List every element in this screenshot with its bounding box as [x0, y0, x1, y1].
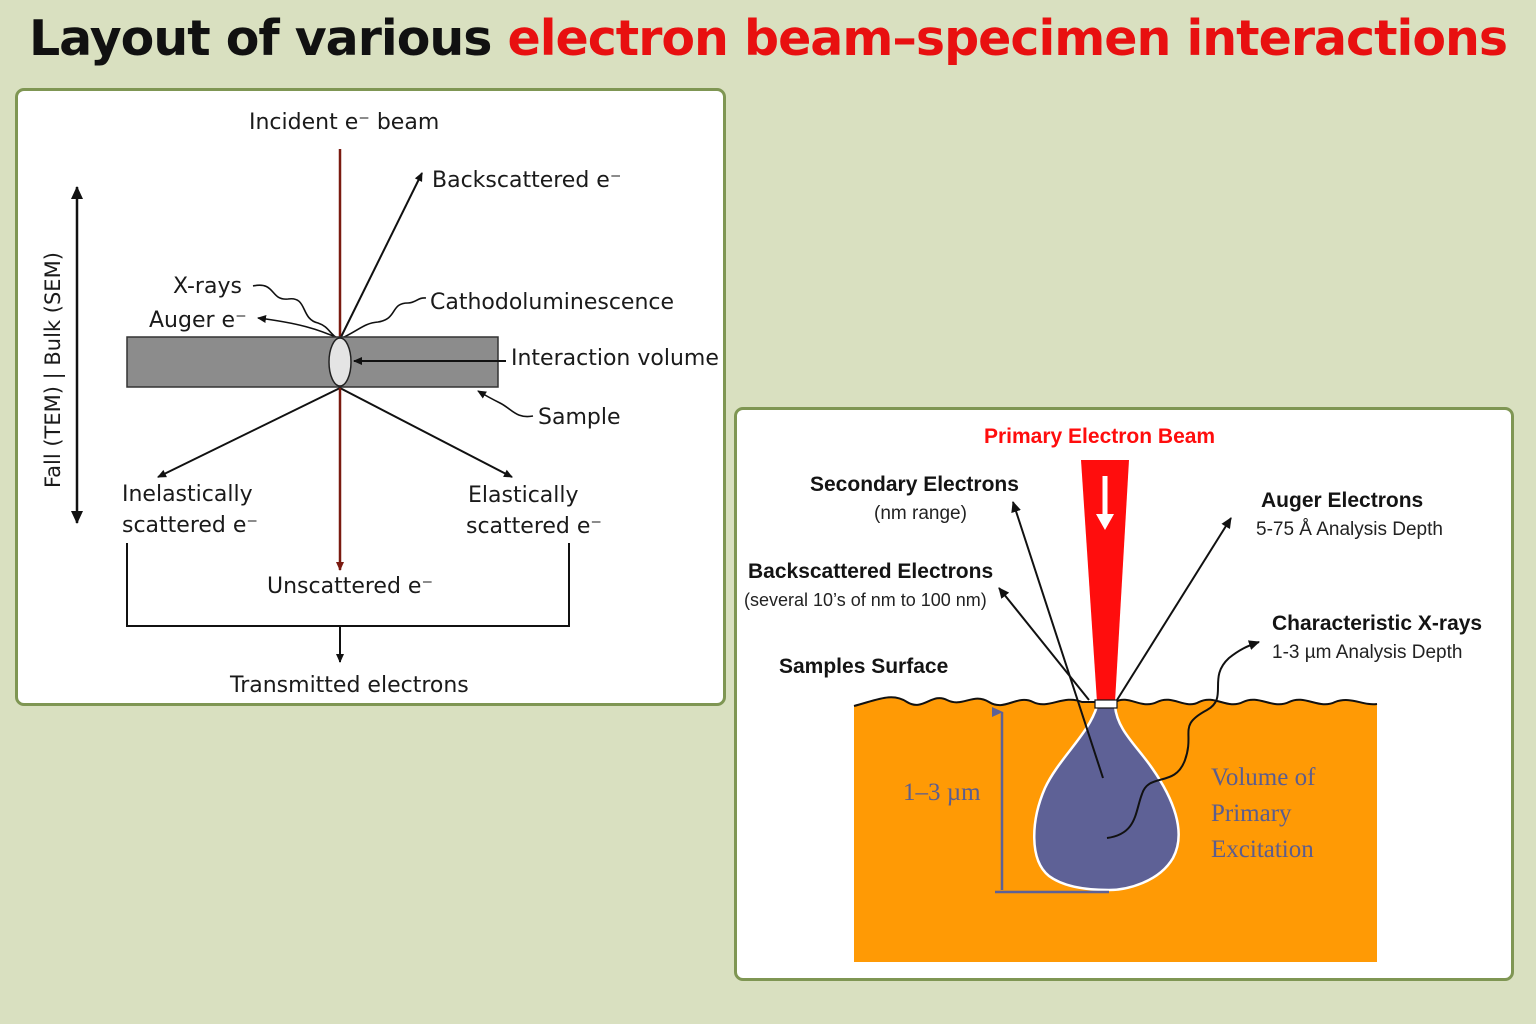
- cathodoluminescence-wavy-line: [339, 297, 427, 340]
- unscattered-label: Unscattered e⁻: [267, 574, 433, 599]
- xray-depth: 1-3 µm Analysis Depth: [1272, 642, 1462, 663]
- auger-electrons-arrow: [1116, 517, 1232, 701]
- left-diagram-panel: Fall (TEM) | Bulk (SEM) Incident e⁻ beam…: [15, 88, 726, 706]
- sample-surface-line: [853, 696, 1378, 707]
- primary-beam-label: Primary Electron Beam: [984, 425, 1215, 448]
- xrays-wavy-line: [252, 284, 341, 340]
- backscattered-arrow: [339, 172, 423, 340]
- auger-electrons-depth: 5-75 Å Analysis Depth: [1256, 519, 1443, 540]
- backscattered-label: Backscattered e⁻: [432, 168, 621, 193]
- auger-arrow: [257, 315, 341, 340]
- volume-label-line2: Primary: [1211, 800, 1292, 827]
- transmitted-label: Transmitted electrons: [229, 673, 469, 698]
- incident-beam-label: Incident e⁻ beam: [249, 110, 439, 135]
- xray-wavy-arrow: [1106, 640, 1260, 839]
- sample-label: Sample: [538, 405, 621, 430]
- left-diagram-svg: Fall (TEM) | Bulk (SEM) Incident e⁻ beam…: [41, 110, 719, 698]
- elastic-label-line1: Elastically: [468, 483, 579, 508]
- inelastic-label-line1: Inelastically: [122, 482, 253, 507]
- interaction-volume-ellipse: [328, 337, 352, 387]
- backscattered-electrons-arrow: [998, 587, 1090, 701]
- transmitted-bracket: [126, 543, 570, 627]
- cathodoluminescence-label: Cathodoluminescence: [430, 290, 674, 315]
- secondary-electrons-range: (nm range): [874, 503, 967, 524]
- auger-electrons-title: Auger Electrons: [1261, 489, 1423, 512]
- elastic-label-line2: scattered e⁻: [466, 514, 602, 539]
- volume-label-line3: Excitation: [1211, 836, 1314, 863]
- title-part-plain: Layout of various: [28, 10, 508, 67]
- auger-label: Auger e⁻: [149, 308, 247, 333]
- sample-surface-label: Samples Surface: [779, 655, 948, 678]
- title-part-highlight: electron beam–specimen interactions: [507, 10, 1509, 67]
- right-diagram-svg: Primary Electron Beam Secondary Electron…: [744, 425, 1482, 962]
- right-diagram-panel: Primary Electron Beam Secondary Electron…: [734, 407, 1514, 981]
- volume-label-line1: Volume of: [1211, 764, 1316, 791]
- beam-impact-spot: [1094, 699, 1118, 709]
- elastic-arrow: [339, 387, 513, 478]
- excitation-volume: [1033, 704, 1180, 892]
- depth-label: 1–3 µm: [903, 779, 981, 806]
- backscattered-electrons-range: (several 10’s of nm to 100 nm): [744, 590, 987, 610]
- xray-title: Characteristic X-rays: [1272, 612, 1482, 635]
- side-axis-label: Fall (TEM) | Bulk (SEM): [41, 252, 66, 488]
- inelastic-label-line2: scattered e⁻: [122, 513, 258, 538]
- primary-beam: [1081, 460, 1129, 702]
- inelastic-arrow: [157, 387, 341, 478]
- xrays-label: X-rays: [173, 274, 242, 299]
- backscattered-electrons-title: Backscattered Electrons: [748, 560, 993, 583]
- beam-direction-arrowhead: [1096, 514, 1114, 530]
- secondary-electrons-arrow: [1011, 501, 1104, 779]
- interaction-volume-label: Interaction volume: [511, 346, 719, 371]
- sample-pointer-arrow: [477, 390, 534, 418]
- page-title: Layout of various electron beam–specimen…: [0, 10, 1536, 67]
- secondary-electrons-title: Secondary Electrons: [810, 473, 1019, 496]
